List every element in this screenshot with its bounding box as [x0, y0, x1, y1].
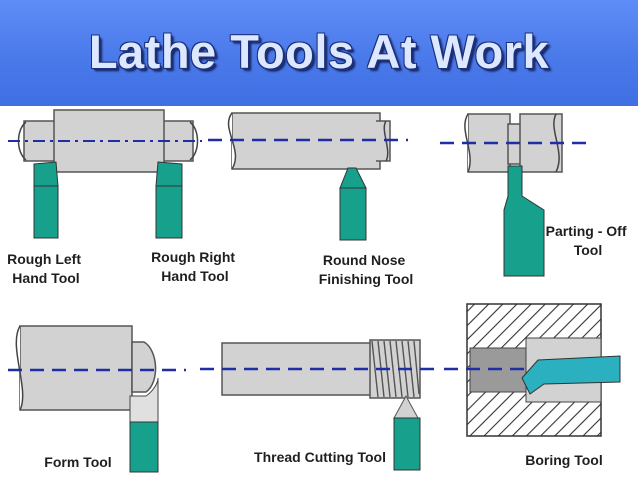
- break-line: [189, 121, 199, 161]
- boring-tool: [521, 355, 621, 395]
- parting-off-label: Parting - Off Tool: [546, 223, 631, 258]
- workpiece-body: [19, 325, 133, 411]
- thread-tool-shank: [393, 417, 421, 471]
- formed-end: [131, 341, 157, 393]
- rough-right-label: Rough Right Hand Tool: [151, 249, 239, 284]
- boring-illustration: [444, 303, 621, 437]
- break-line: [464, 113, 471, 173]
- rough-left-tool-shank: [33, 185, 59, 239]
- form-tool-shank: [129, 421, 159, 473]
- slide-title: Lathe Tools At Work: [88, 25, 550, 78]
- rough-right-tool-tip: [155, 161, 183, 187]
- round-nose-illustration: [208, 112, 408, 241]
- thread-tool-tip: [393, 394, 419, 419]
- round-nose-tool-tip: [339, 167, 367, 189]
- break-line: [15, 325, 24, 411]
- thread-cutting-label: Thread Cutting Tool: [254, 449, 386, 465]
- parting-tool: [503, 165, 545, 277]
- parting-off-illustration: [440, 113, 586, 277]
- thread-cutting-illustration: [200, 339, 434, 471]
- boring-tool-label: Boring Tool: [525, 452, 603, 468]
- form-tool-label: Form Tool: [44, 454, 111, 470]
- title-banner: Lathe Tools At Work: [0, 0, 638, 106]
- rough-right-tool-shank: [155, 185, 183, 239]
- rough-left-tool-tip: [33, 161, 59, 187]
- round-nose-tool-shank: [339, 187, 367, 241]
- round-nose-label: Round Nose Finishing Tool: [319, 252, 414, 287]
- rough-turning-illustration: [8, 109, 202, 239]
- form-tool-illustration: [8, 325, 186, 473]
- break-line: [553, 113, 560, 173]
- rough-left-label: Rough Left Hand Tool: [7, 251, 85, 286]
- form-tool-face: [129, 377, 159, 423]
